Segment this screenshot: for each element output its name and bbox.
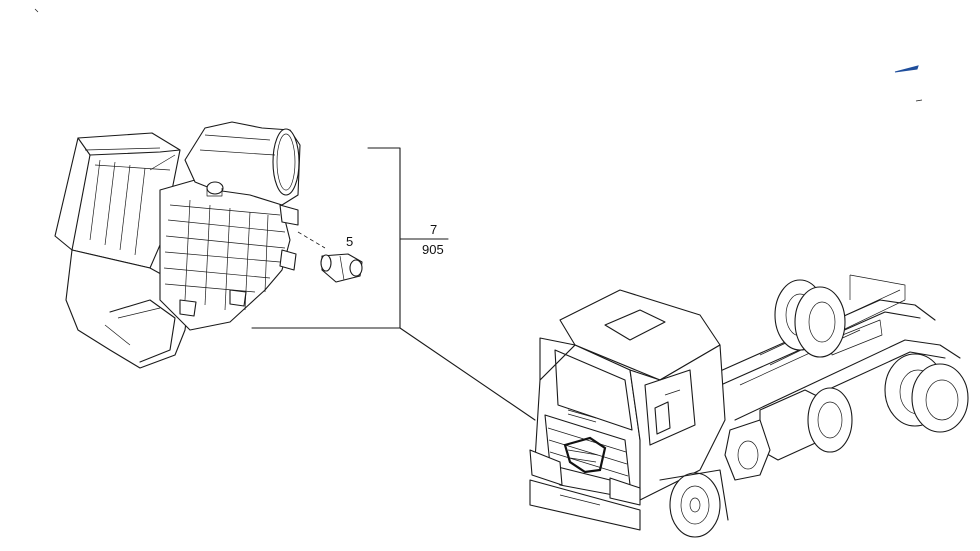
corner-marks (34, 8, 923, 102)
callout-bracket (251, 147, 536, 421)
dash-link (297, 231, 326, 249)
truck-chassis-drawing (529, 274, 969, 538)
callout-7: 7 (430, 222, 437, 237)
sensor-plug-drawing (320, 253, 363, 283)
air-filter-housing-drawing (54, 121, 301, 369)
callout-905: 905 (422, 242, 444, 257)
callout-5: 5 (346, 234, 353, 249)
